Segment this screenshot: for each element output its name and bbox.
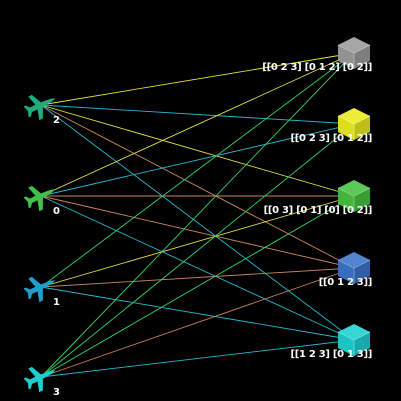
cube-yellow: [[0 2 3] [0 1 2]] [291,108,372,144]
cube-icon [337,37,371,69]
cube-label: [[0 2 3] [0 1 2] [0 2]] [262,62,372,73]
airplane-icon [23,185,56,212]
edge-line [40,104,355,269]
plane-label: 3 [53,387,60,398]
cube-cyan: [[1 2 3] [0 1 3]] [291,324,372,360]
edge-line [40,195,355,288]
plane-1: 1 [23,276,60,308]
edge-line [40,286,355,341]
edge-line [40,195,355,269]
edge-line [40,104,355,125]
cube-icon [337,324,371,356]
edges-layer [40,52,355,378]
cube-label: [[1 2 3] [0 1 3]] [291,349,372,360]
edge-line [40,195,355,341]
plane-0: 0 [23,185,60,217]
cube-label: [[0 2 3] [0 1 2]] [291,133,372,144]
cube-blue: [[0 1 2 3]] [319,252,372,288]
cubes-layer: [[0 2 3] [0 1 2] [0 2]] [[0 2 3] [0 1 2]]… [262,37,372,360]
cube-icon [337,180,371,212]
plane-label: 0 [53,206,60,217]
edge-line [40,52,355,197]
edge-line [40,123,355,378]
edge-line [40,104,355,341]
cube-icon [337,252,371,284]
airplane-icon [23,276,56,303]
edge-line [40,52,355,378]
cube-gray: [[0 2 3] [0 1 2] [0 2]] [262,37,372,73]
edge-line [40,267,355,378]
cube-green: [[0 3] [0 1] [0] [0 2]] [264,180,372,216]
edge-line [40,195,355,378]
cube-label: [[0 3] [0 1] [0] [0 2]] [264,205,372,216]
plane-2: 2 [23,94,60,126]
plane-label: 1 [53,297,60,308]
edge-line [40,123,355,197]
edge-line [40,52,355,106]
cube-icon [337,108,371,140]
cube-label: [[0 1 2 3]] [319,277,372,288]
airplane-icon [23,366,56,393]
plane-label: 2 [53,115,60,126]
edge-line [40,267,355,288]
edge-line [40,52,355,288]
airplane-icon [23,94,56,121]
edge-line [40,339,355,378]
edge-line [40,104,355,197]
plane-3: 3 [23,366,60,398]
